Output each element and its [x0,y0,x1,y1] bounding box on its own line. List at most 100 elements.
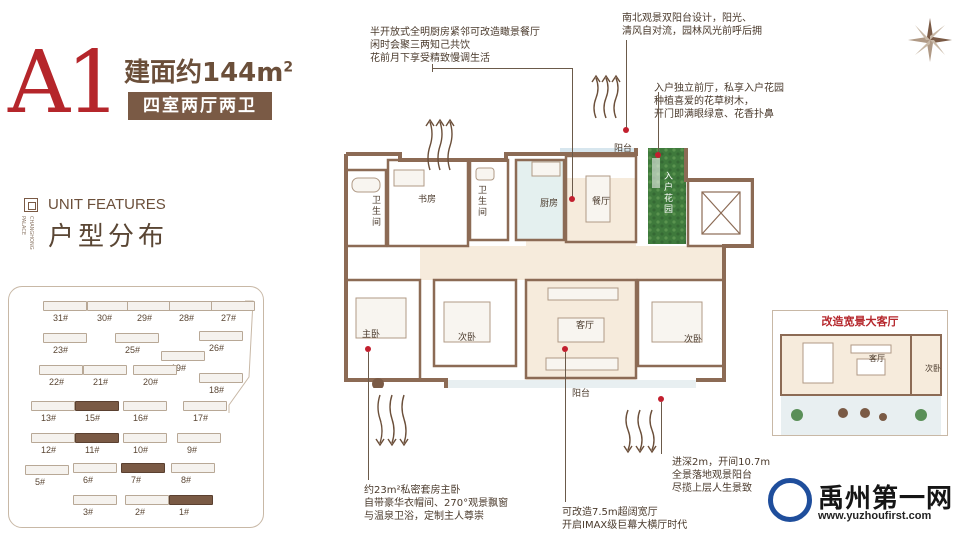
marker-garden [655,152,661,158]
building-number: 16# [133,413,149,423]
building-number: 23# [53,345,69,355]
callout-master-leader [368,352,369,480]
area-label: 建面约144m2 [124,52,293,89]
callout-balcony-line: 南北观景双阳台设计，阳光、 [622,13,752,24]
building-number: 5# [35,477,46,487]
insert-title: 改造宽景大客厅 [821,315,899,328]
floor-plan [336,148,754,388]
building-block [39,365,83,375]
callout-garden-line: 种植喜爱的花草树木， [654,96,754,107]
insert-living-label: 客厅 [869,354,885,363]
area-text: 建面约144m [124,58,284,88]
site-logo-title: 禹州第一网 [818,484,954,514]
label-living: 客厅 [576,321,595,331]
building-block [171,463,215,473]
building-number: 15# [85,413,101,423]
callout-kitchen-leader-h [432,68,572,69]
building-block [169,495,213,505]
site-plan: 31#30#29#28#27#23#25#26#19#22#21#20#18#1… [8,286,264,528]
callout-depth-line: 尽揽上层人生景致 [672,483,752,494]
building-number: 2# [135,507,146,517]
building-number: 27# [221,313,237,323]
building-number: 3# [83,507,94,517]
building-number: 21# [93,377,109,387]
building-block [177,433,221,443]
building-number: 17# [193,413,209,423]
room-count-tag: 四室两厅两卫 [128,92,272,120]
renovation-insert: 改造宽景大客厅 客厅 次卧 [772,310,948,436]
label-second1: 次卧 [458,333,477,343]
building-block [31,433,75,443]
building-number: 18# [209,385,225,395]
label-balcony-bottom: 阳台 [572,389,591,399]
marker-balcony-bottom [658,396,664,402]
label-garden: 入户花园 [664,172,674,215]
compass-icon [908,18,952,62]
marker-balcony [623,127,629,133]
callout-balcony-leader [626,40,627,128]
callout-depth: 进深2m，开间10.7m 全景落地观景阳台 尽揽上层人生景致 [672,456,770,495]
building-block [73,463,117,473]
building-block [199,331,243,341]
features-title-en: UNIT FEATURES [48,196,166,213]
area-unit-sup: 2 [283,59,294,76]
label-bath2: 卫生间 [478,186,488,218]
building-block [161,351,205,361]
callout-garden: 入户独立前厅，私享入户花园 种植喜爱的花草树木， 开门即满眼绿意、花香扑鼻 [654,82,784,121]
label-master: 主卧 [362,330,381,340]
callout-depth-line: 进深2m，开间10.7m [672,457,771,468]
building-number: 19# [171,363,187,373]
callout-living-leader [565,352,566,502]
building-number: 12# [41,445,57,455]
building-number: 7# [131,475,142,485]
building-number: 10# [133,445,149,455]
callout-garden-line: 入户独立前厅，私享入户花园 [654,83,784,94]
building-number: 30# [97,313,113,323]
features-deco-text: CHANGHONG PALACE [20,216,34,250]
building-number: 13# [41,413,57,423]
callout-garden-leader [658,92,659,154]
building-block [75,401,119,411]
callout-kitchen-line: 闲时会聚三两知己共饮 [370,40,470,51]
building-number: 6# [83,475,94,485]
callout-master-line: 自带豪华衣帽间、270°观景飘窗 [364,498,509,509]
label-bath1: 卫生间 [372,196,382,228]
callout-kitchen: 半开放式全明厨房紧邻可改造瞰景餐厅 闲时会聚三两知己共饮 花前月下享受精致慢调生… [370,26,540,65]
callout-kitchen-leader-v [572,68,573,198]
callout-master-line: 约23m²私密套房主卧 [364,485,461,496]
marker-living [562,346,568,352]
building-number: 9# [187,445,198,455]
label-balcony-top: 阳台 [614,144,633,154]
building-number: 8# [181,475,192,485]
insert-plan [780,334,942,435]
marker-master [365,346,371,352]
label-dining: 餐厅 [592,197,611,207]
callout-master-line: 与温泉卫浴，定制主人尊崇 [364,511,484,522]
building-number: 1# [179,507,190,517]
building-number: 25# [125,345,141,355]
callout-garden-line: 开门即满眼绿意、花香扑鼻 [654,109,774,120]
building-block [121,463,165,473]
building-block [123,433,167,443]
building-block [43,301,87,311]
insert-second-label: 次卧 [925,364,941,373]
callout-living-line: 开启IMAX级巨幕大横厅时代 [562,520,688,531]
unit-code: A1 [8,33,121,133]
features-icon [24,198,38,212]
building-number: 31# [53,313,69,323]
building-block [211,301,255,311]
building-block [75,433,119,443]
callout-living-line: 可改造7.5m超阔宽厅 [562,507,658,518]
callout-living: 可改造7.5m超阔宽厅 开启IMAX级巨幕大横厅时代 [562,506,687,532]
building-number: 22# [49,377,65,387]
building-block [73,495,117,505]
callout-kitchen-line: 花前月下享受精致慢调生活 [370,53,490,64]
marker-dining [569,196,575,202]
site-logo-url: www.yuzhoufirst.com [818,510,932,522]
building-number: 26# [209,343,225,353]
building-block [133,365,177,375]
callout-balcony-line: 清风自对流，园林风光前呼后拥 [622,26,762,37]
callout-kitchen-line: 半开放式全明厨房紧邻可改造瞰景餐厅 [370,27,540,38]
label-study: 书房 [418,195,437,205]
building-number: 20# [143,377,159,387]
